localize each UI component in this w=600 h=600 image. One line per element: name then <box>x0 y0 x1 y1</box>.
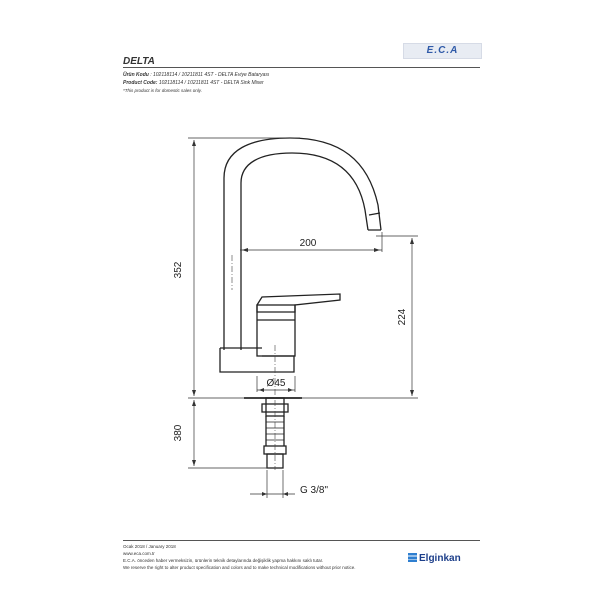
product-code-tr-value: : 102118114 / 10211811 4ST - DELTA Eviye… <box>150 72 270 78</box>
domestic-note: *This product is for domestic sales only… <box>123 88 202 93</box>
dim-spout-224: 224 <box>397 308 408 325</box>
product-code-tr-label: Ürün Kodu <box>123 72 149 78</box>
product-code-en-label: Product Code: <box>123 80 158 86</box>
document-title: DELTA <box>123 56 155 67</box>
footer-notice-en: We reserve the right to alter product sp… <box>123 565 356 570</box>
footer-date: Ocak 2018 / January 2018 <box>123 544 176 549</box>
elginkan-logo-icon <box>408 553 417 562</box>
dim-hose-380: 380 <box>173 424 184 441</box>
product-code-en-value: 102118114 / 10211811 4ST - DELTA Sink Mi… <box>158 80 264 86</box>
product-code-tr: Ürün Kodu : 102118114 / 10211811 4ST - D… <box>123 72 269 78</box>
eca-logo: E.C.A <box>403 43 482 59</box>
supply-hose <box>265 416 285 446</box>
dim-diameter-45: Ø45 <box>267 378 286 389</box>
footer-divider <box>123 540 480 541</box>
lever-handle <box>256 293 341 313</box>
dim-reach-200: 200 <box>300 238 317 249</box>
dim-thread: G 3/8" <box>300 485 328 496</box>
dim-height-352: 352 <box>173 261 184 278</box>
header-divider <box>123 67 480 68</box>
faucet-body <box>256 304 296 357</box>
product-code-en: Product Code: 102118114 / 10211811 4ST -… <box>123 80 264 86</box>
elginkan-brand: Elginkan <box>408 553 461 564</box>
brand-name: Elginkan <box>419 553 461 564</box>
footer-url[interactable]: www.eca.com.tr <box>123 551 155 556</box>
footer-notice-tr: E.C.A. önceden haber vermeksizin, ürünle… <box>123 558 324 563</box>
